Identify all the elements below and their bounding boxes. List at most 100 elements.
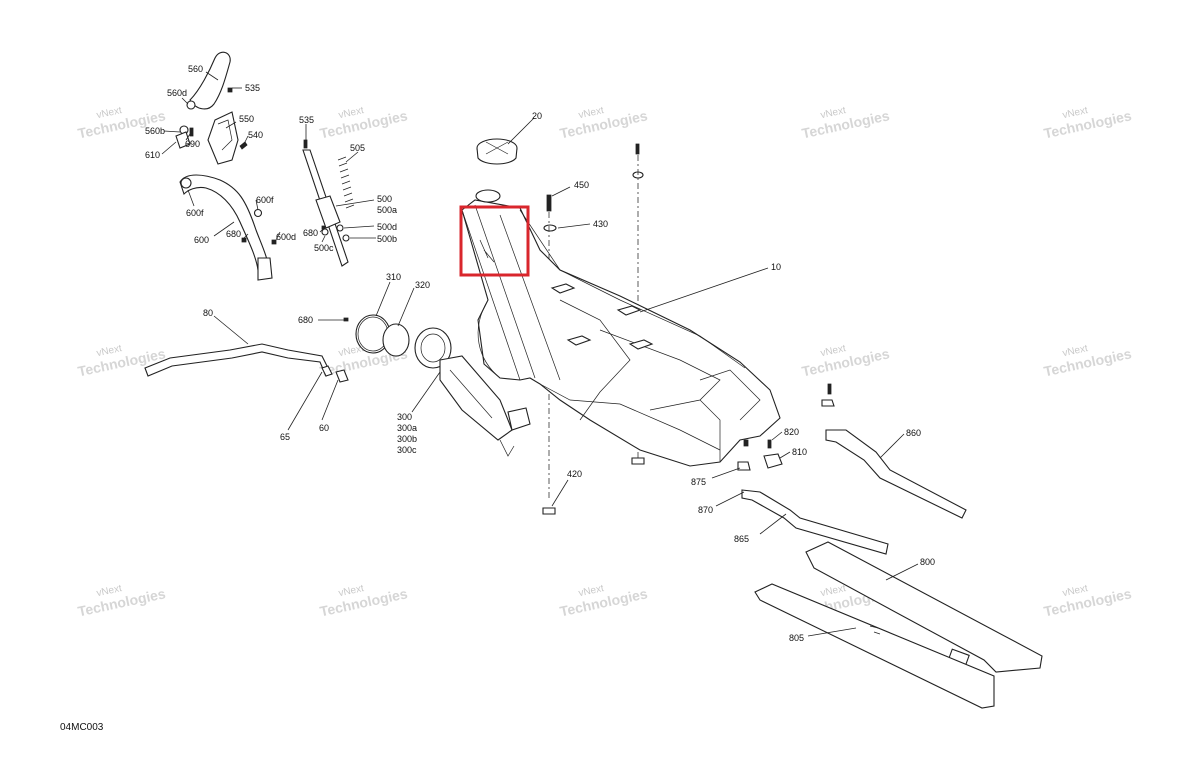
callout-865: 865 [734,534,749,544]
callout-550: 550 [239,114,254,124]
watermark-line1: vNext [1062,105,1090,121]
bracket-550[interactable] [207,111,239,165]
callout-535: 535 [299,115,314,125]
clip-610[interactable] [175,131,191,149]
watermark-line1: vNext [1062,343,1090,359]
callout-60: 60 [319,423,329,433]
clamp-600d[interactable] [271,239,277,245]
callout-505: 505 [350,143,365,153]
grommet-tank-bottom[interactable] [631,457,645,465]
callout-560d: 560d [167,88,187,98]
washer-430[interactable] [543,224,557,232]
screw-535[interactable] [227,87,233,93]
leader-lines [161,71,919,637]
callout-680: 680 [298,315,313,325]
tube-fitting-500a[interactable] [315,195,341,229]
callout-600: 600 [194,235,209,245]
filler-vent-assembly[interactable] [175,51,277,281]
vent-hose-560[interactable] [189,51,231,110]
bolt-450[interactable] [546,194,552,212]
watermark-line1: vNext [820,583,848,599]
spring-505[interactable] [337,156,355,209]
callout-labels: 560 535 560d 550 540 560b 690 610 600f 6… [145,64,935,643]
callout-500b: 500b [377,234,397,244]
callout-805: 805 [789,633,804,643]
breather-tube-assembly[interactable] [302,139,355,267]
filler-cap-20[interactable] [476,138,518,165]
callout-500c: 500c [314,243,334,253]
bracket-860[interactable] [821,383,967,519]
fuel-hose-600[interactable] [179,174,269,278]
clamp-500d[interactable] [336,224,344,232]
callout-420: 420 [567,469,582,479]
filler-neck[interactable] [475,189,501,203]
callout-80: 80 [203,308,213,318]
lock-ring-320[interactable] [382,323,410,357]
screw-680-a[interactable] [241,237,247,243]
screw-535-b[interactable] [303,139,308,149]
clamp-500b[interactable] [342,234,350,242]
watermark-line1: vNext [338,105,366,121]
watermark-line1: vNext [578,105,606,121]
callout-680: 680 [303,228,318,238]
fuel-line-80[interactable] [144,343,331,377]
watermark-line1: vNext [820,105,848,121]
screw-820[interactable] [767,439,772,449]
callout-500a: 500a [377,205,397,215]
callout-820: 820 [784,427,799,437]
screw-540[interactable] [239,141,248,150]
block-810[interactable] [763,453,783,469]
callout-690: 690 [185,139,200,149]
callout-680: 680 [226,229,241,239]
clip-875[interactable] [737,461,751,471]
pad-805[interactable] [754,583,995,709]
grommet-420[interactable] [542,507,556,515]
diagram-code: 04MC003 [60,722,104,733]
callout-875: 875 [691,477,706,487]
watermark-line1: vNext [338,583,366,599]
clip-65[interactable] [321,365,333,377]
bolt-upper-right[interactable] [827,383,832,395]
hose-end-600[interactable] [257,257,273,281]
watermark-line1: vNext [578,583,606,599]
clamp-500c[interactable] [321,228,329,236]
fuel-tank-10[interactable] [461,189,781,467]
watermark-line1: vNext [96,343,124,359]
nut-upper-right[interactable] [821,399,835,407]
callout-500d: 500d [377,222,397,232]
callout-600f: 600f [256,195,274,205]
callout-300a: 300a [397,423,417,433]
callout-540: 540 [248,130,263,140]
callout-860: 860 [906,428,921,438]
fuel-pump-300[interactable] [414,327,531,457]
callout-65: 65 [280,432,290,442]
callout-560b: 560b [145,126,165,136]
nut-870[interactable] [743,439,749,447]
watermark-line1: vNext [96,105,124,121]
bracket-865[interactable] [741,489,889,555]
callout-610: 610 [145,150,160,160]
connector-60[interactable] [335,369,349,383]
clamp-600f-a[interactable] [180,177,192,189]
callout-430: 430 [593,219,608,229]
callout-560: 560 [188,64,203,74]
screw-680-c[interactable] [343,317,349,322]
callout-800: 800 [920,557,935,567]
clamp-560d[interactable] [186,100,196,110]
tank-bolt-right[interactable] [635,143,640,155]
watermark-line1: vNext [96,583,124,599]
highlight-box [459,205,530,277]
clamp-600f-b[interactable] [253,208,263,218]
callout-300b: 300b [397,434,417,444]
tank-pad [628,339,654,350]
watermark-line1: vNext [338,343,366,359]
screw-690[interactable] [189,127,194,137]
